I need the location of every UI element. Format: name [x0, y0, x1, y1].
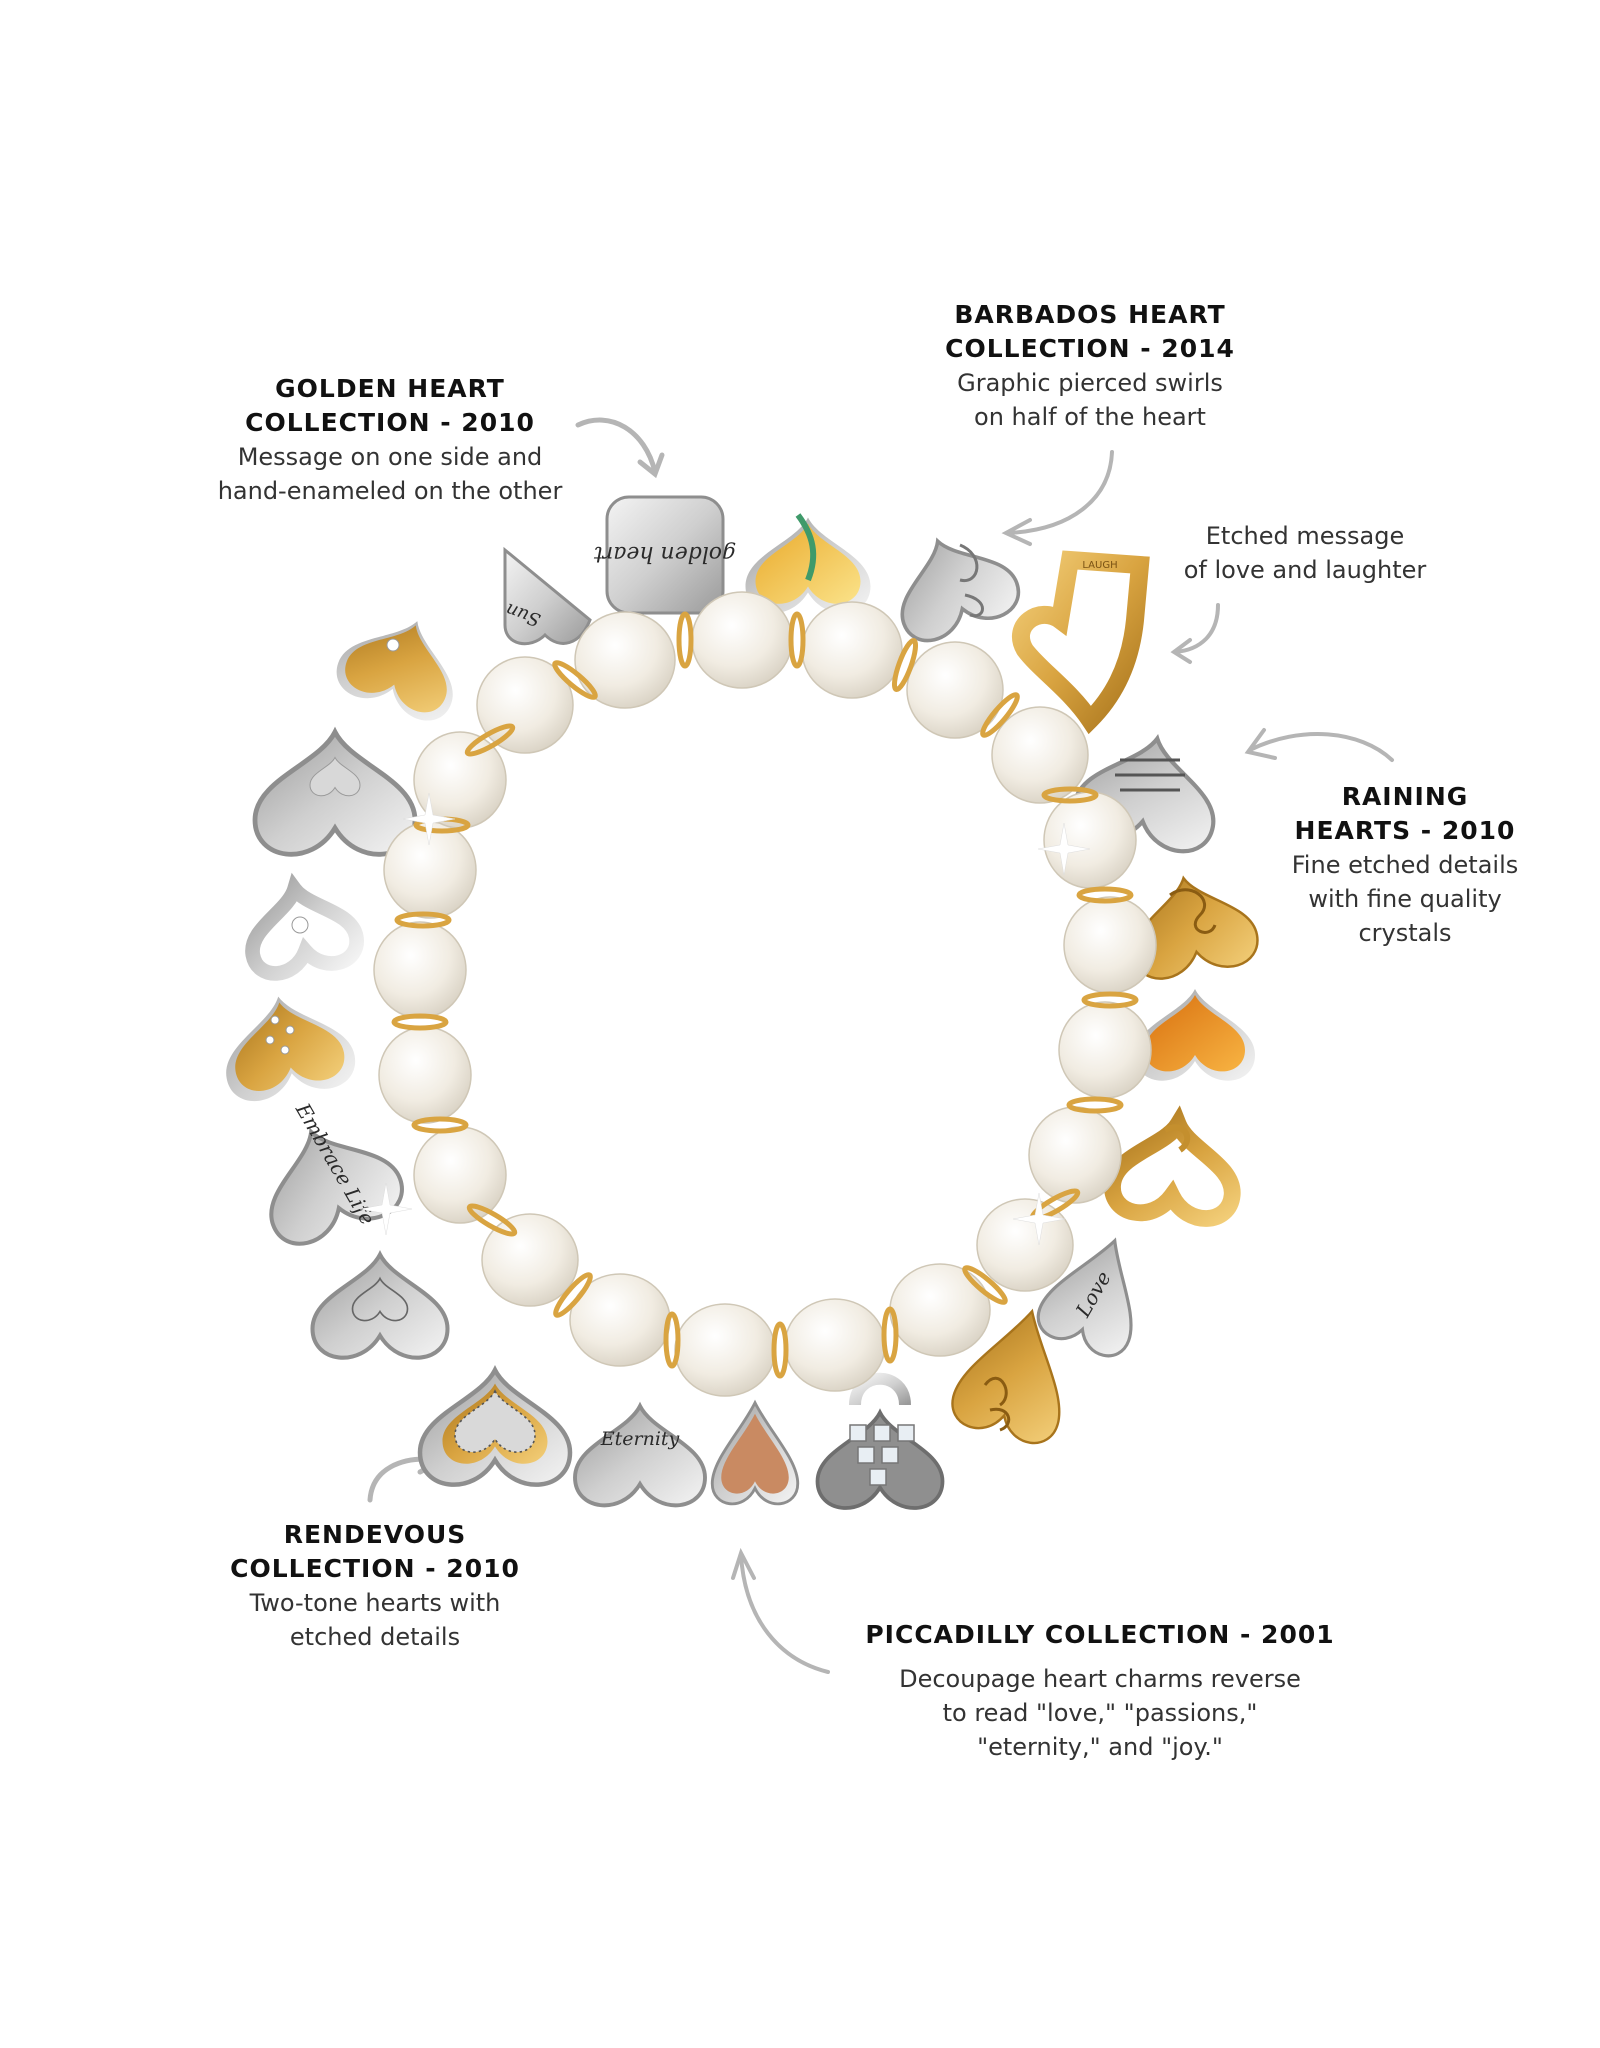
charm-crystal-lock-heart	[815, 1372, 945, 1510]
pearl-strand	[373, 591, 1157, 1397]
charm-barbados-gold-swirl	[945, 1296, 1086, 1450]
callout-barbados-heart: BARBADOS HEART COLLECTION - 2014 Graphic…	[925, 298, 1255, 434]
callout-description: Message on one side and hand-enameled on…	[217, 443, 563, 505]
callout-description: Decoupage heart charms reverse to read "…	[899, 1665, 1301, 1761]
charm-piccadilly-copper	[710, 1401, 800, 1506]
callout-raining-hearts: RAINING HEARTS - 2010 Fine etched detail…	[1265, 780, 1545, 950]
callout-description: Two-tone hearts with etched details	[249, 1589, 501, 1651]
charm-b-logo-heart	[313, 1255, 448, 1358]
callout-title: GOLDEN HEART COLLECTION - 2010	[245, 374, 535, 437]
callout-golden-heart: GOLDEN HEART COLLECTION - 2010 Message o…	[190, 372, 590, 508]
charm-raining-hearts-etched-right	[1070, 726, 1226, 856]
charm-open-heart-crystal	[243, 880, 360, 977]
callout-title: RENDEVOUS COLLECTION - 2010	[230, 1520, 520, 1583]
charm-gold-heart-crystal	[329, 600, 474, 728]
callout-description: Etched message of love and laughter	[1183, 522, 1427, 584]
svg-text:LAUGH: LAUGH	[1082, 560, 1117, 571]
charm-gold-open-swirl-heart	[1110, 1119, 1238, 1221]
arrow-golden-heart	[575, 417, 665, 479]
callout-description: Fine etched details with fine quality cr…	[1291, 851, 1519, 947]
callout-piccadilly: PICCADILLY COLLECTION - 2001 Decoupage h…	[830, 1618, 1370, 1764]
charm-gold-filigree-heart	[1120, 865, 1263, 985]
svg-text:Eternity: Eternity	[600, 1428, 680, 1450]
charm-gold-pave-heart	[214, 985, 360, 1106]
charm-raining-hearts-etched-left	[255, 732, 415, 854]
charm-barbados-enamel	[745, 513, 871, 614]
charm-orange-enamel-heart	[1135, 989, 1255, 1081]
charm-rendevous-two-tone	[420, 1370, 570, 1485]
svg-text:golden heart: golden heart	[594, 541, 736, 566]
callout-description: Graphic pierced swirls on half of the he…	[957, 369, 1223, 431]
charm-sun: Sun	[503, 546, 592, 646]
callout-rendevous: RENDEVOUS COLLECTION - 2010 Two-tone hea…	[205, 1518, 545, 1654]
sparkle-icons	[359, 792, 1091, 1246]
charm-barbados-swirl	[879, 518, 1028, 650]
arrow-piccadilly	[731, 1547, 830, 1674]
callout-title: PICCADILLY COLLECTION - 2001	[865, 1620, 1335, 1649]
callout-etched-message: Etched message of love and laughter	[1160, 519, 1450, 587]
charm-laugh-open-heart: LAUGH	[1012, 550, 1150, 735]
charm-eternity: Eternity	[573, 1404, 707, 1508]
callout-title: BARBADOS HEART COLLECTION - 2014	[945, 300, 1235, 363]
charm-love: Love	[1030, 1222, 1161, 1364]
arrow-barbados	[1001, 450, 1114, 546]
charm-golden-heart-tag: golden heart	[594, 495, 736, 615]
arrow-etched-message	[1170, 603, 1220, 664]
arrow-raining-hearts	[1244, 728, 1394, 762]
callout-title: RAINING HEARTS - 2010	[1294, 782, 1516, 845]
